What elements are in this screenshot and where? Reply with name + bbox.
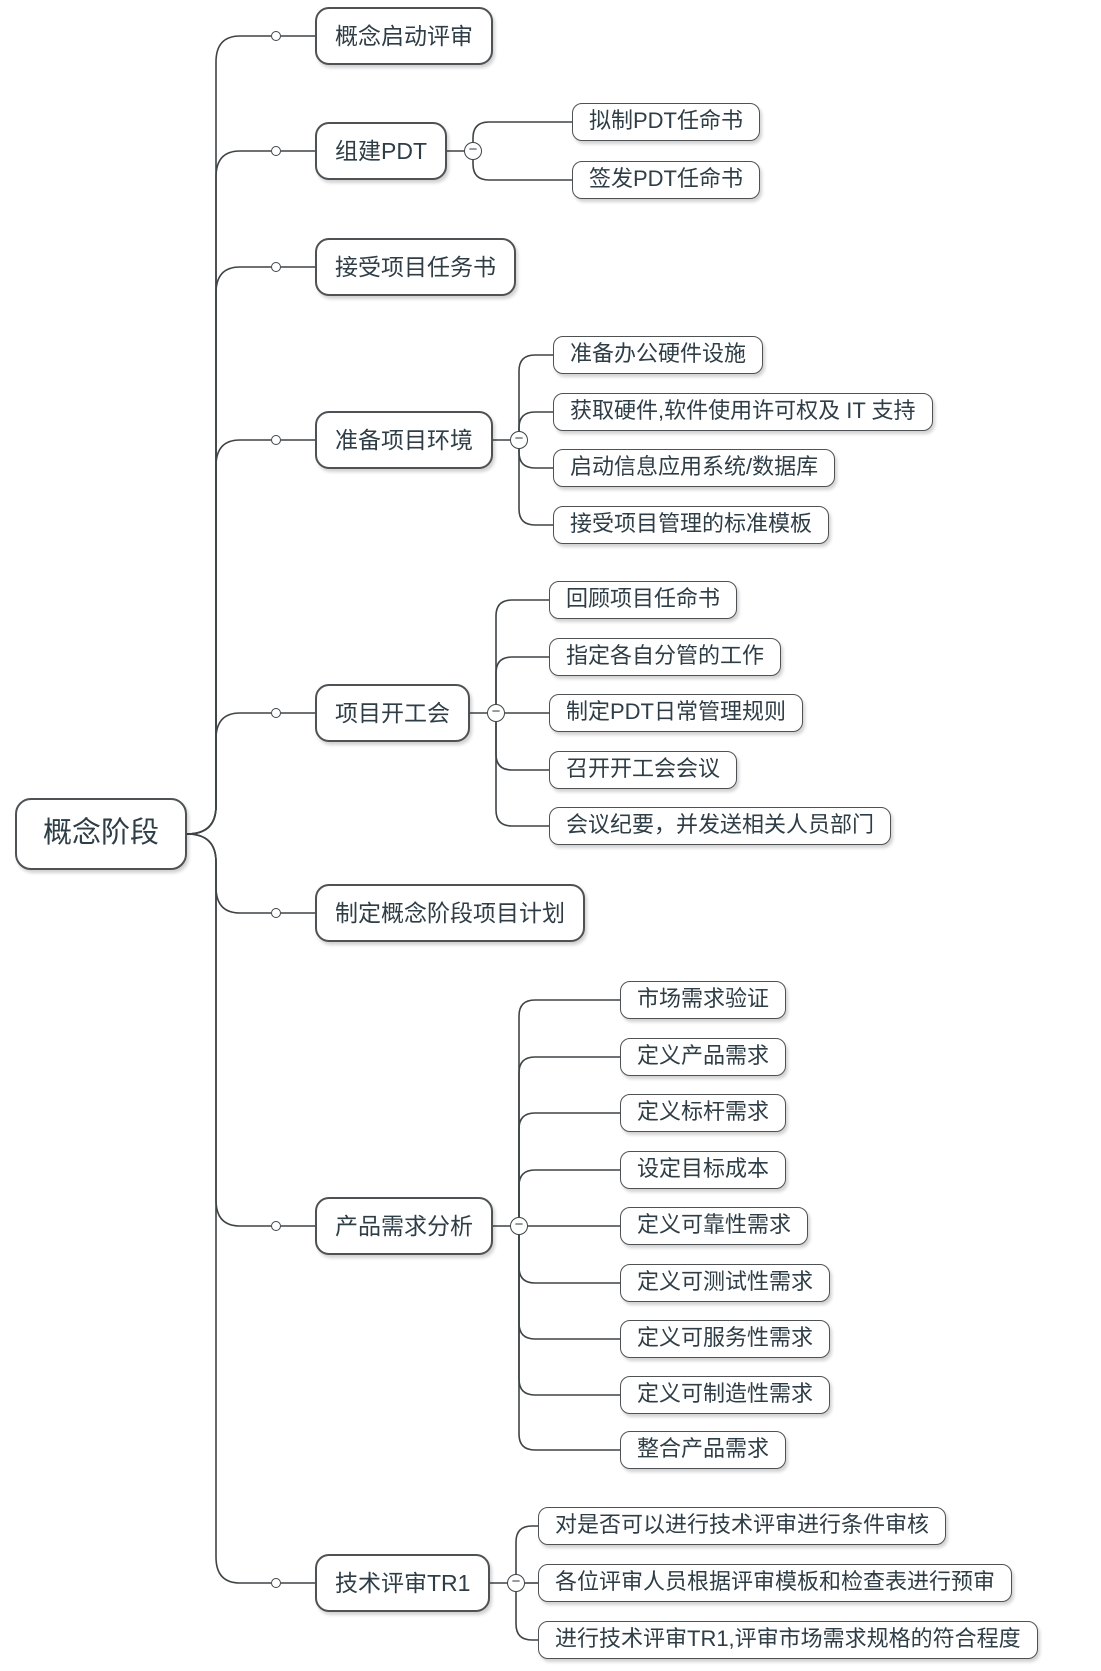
sub-topic[interactable]: 定义可测试性需求	[620, 1264, 831, 1302]
main-topic[interactable]: 准备项目环境	[315, 411, 493, 469]
sub-topic[interactable]: 获取硬件,软件使用许可权及 IT 支持	[553, 393, 933, 431]
branch-dot-icon	[271, 1221, 281, 1231]
branch-dot-icon	[271, 708, 281, 718]
branch-dot-icon	[271, 262, 281, 272]
branch-dot-icon	[271, 1578, 281, 1588]
sub-topic[interactable]: 启动信息应用系统/数据库	[553, 449, 836, 487]
main-topic[interactable]: 制定概念阶段项目计划	[315, 884, 585, 942]
sub-topic[interactable]: 整合产品需求	[620, 1431, 787, 1469]
branch-dot-icon	[271, 435, 281, 445]
main-topic[interactable]: 技术评审TR1	[315, 1554, 491, 1612]
sub-topic[interactable]: 各位评审人员根据评审模板和检查表进行预审	[538, 1564, 1013, 1602]
sub-topic[interactable]: 接受项目管理的标准模板	[553, 506, 830, 544]
sub-topic[interactable]: 召开开工会会议	[549, 751, 738, 789]
sub-topic[interactable]: 对是否可以进行技术评审进行条件审核	[538, 1507, 947, 1545]
main-topic[interactable]: 项目开工会	[315, 684, 470, 742]
sub-topic[interactable]: 准备办公硬件设施	[553, 336, 764, 374]
sub-topic[interactable]: 定义产品需求	[620, 1038, 787, 1076]
collapse-button[interactable]: −	[464, 142, 482, 160]
sub-topic[interactable]: 制定PDT日常管理规则	[549, 694, 804, 732]
sub-topic[interactable]: 进行技术评审TR1,评审市场需求规格的符合程度	[538, 1621, 1038, 1659]
main-topic[interactable]: 接受项目任务书	[315, 238, 516, 296]
sub-topic[interactable]: 定义可制造性需求	[620, 1376, 831, 1414]
sub-topic[interactable]: 市场需求验证	[620, 981, 787, 1019]
sub-topic[interactable]: 回顾项目任命书	[549, 581, 738, 619]
collapse-button[interactable]: −	[507, 1574, 525, 1592]
sub-topic[interactable]: 拟制PDT任命书	[572, 103, 761, 141]
sub-topic[interactable]: 会议纪要，并发送相关人员部门	[549, 807, 892, 845]
sub-topic[interactable]: 定义可服务性需求	[620, 1320, 831, 1358]
sub-topic[interactable]: 指定各自分管的工作	[549, 638, 782, 676]
sub-topic[interactable]: 设定目标成本	[620, 1151, 787, 1189]
collapse-button[interactable]: −	[487, 704, 505, 722]
root-topic[interactable]: 概念阶段	[15, 798, 188, 870]
collapse-button[interactable]: −	[510, 1217, 528, 1235]
sub-topic[interactable]: 定义标杆需求	[620, 1094, 787, 1132]
main-topic[interactable]: 组建PDT	[315, 122, 447, 180]
main-topic[interactable]: 产品需求分析	[315, 1197, 493, 1255]
collapse-button[interactable]: −	[510, 431, 528, 449]
main-topic[interactable]: 概念启动评审	[315, 7, 493, 65]
branch-dot-icon	[271, 146, 281, 156]
sub-topic[interactable]: 签发PDT任命书	[572, 161, 761, 199]
sub-topic[interactable]: 定义可靠性需求	[620, 1207, 809, 1245]
branch-dot-icon	[271, 908, 281, 918]
branch-dot-icon	[271, 31, 281, 41]
